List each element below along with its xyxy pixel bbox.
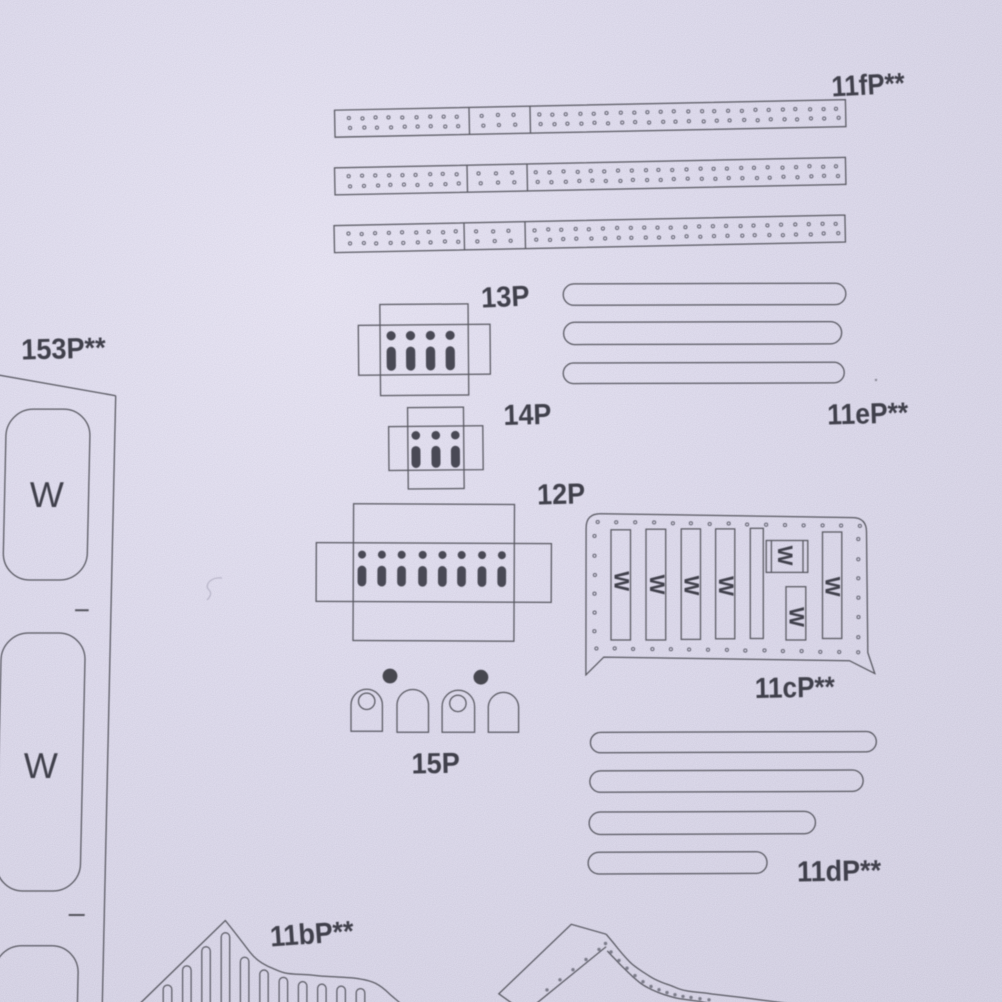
svg-text:14P: 14P <box>503 399 552 432</box>
svg-text:W: W <box>785 607 808 627</box>
svg-text:12P: 12P <box>537 478 586 511</box>
svg-text:W: W <box>23 745 58 786</box>
svg-text:13P: 13P <box>480 281 530 315</box>
svg-text:11cP**: 11cP** <box>755 672 836 705</box>
svg-text:153P**: 153P** <box>21 332 107 366</box>
svg-text:11dP**: 11dP** <box>797 855 882 888</box>
svg-text:W: W <box>610 571 633 591</box>
svg-text:W: W <box>680 576 703 596</box>
svg-text:W: W <box>714 576 737 596</box>
svg-text:15P: 15P <box>411 748 460 781</box>
svg-text:W: W <box>29 474 64 515</box>
svg-text:11eP**: 11eP** <box>827 397 909 431</box>
svg-text:11fP**: 11fP** <box>831 68 907 104</box>
svg-text:W: W <box>645 575 668 595</box>
svg-text:W: W <box>773 546 796 566</box>
svg-text:11bP**: 11bP** <box>269 916 355 954</box>
svg-text:W: W <box>821 577 844 597</box>
